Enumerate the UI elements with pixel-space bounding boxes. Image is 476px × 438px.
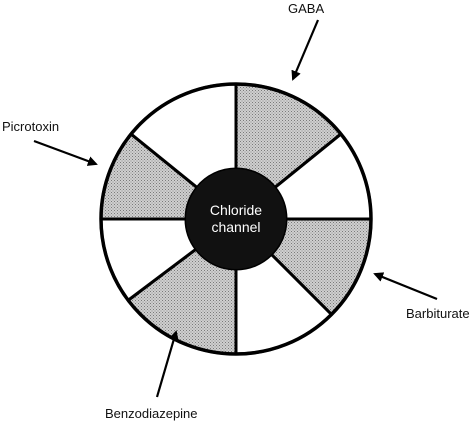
chloride-channel-label-line1: Chloride [210, 202, 262, 218]
gaba-arrow [291, 19, 320, 81]
chloride-channel-core [186, 169, 286, 269]
picrotoxin-label: Picrotoxin [2, 119, 59, 134]
picrotoxin-arrow [33, 139, 98, 166]
barbiturate-arrow [373, 272, 438, 301]
chloride-channel-label-line2: channel [211, 219, 260, 235]
benzodiazepine-label: Benzodiazepine [105, 406, 198, 421]
benzodiazepine-arrow [155, 330, 179, 398]
receptor-outer-boundary [99, 82, 373, 356]
gaba-label: GABA [288, 1, 324, 16]
barbiturate-label: Barbiturate [406, 306, 470, 321]
